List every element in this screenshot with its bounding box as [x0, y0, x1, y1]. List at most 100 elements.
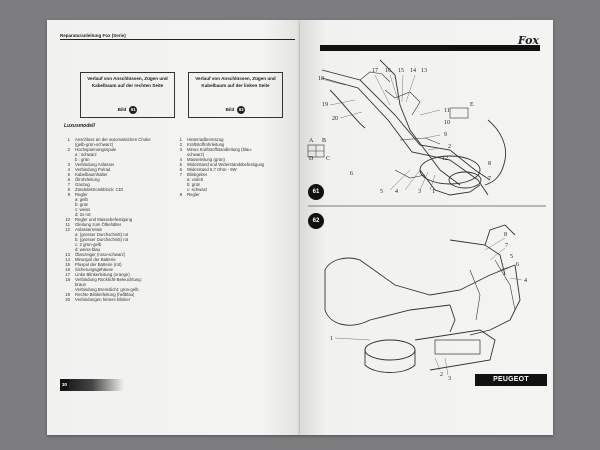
section-subheading: Luxusmodell: [64, 123, 95, 129]
callout-7: 7: [488, 176, 491, 182]
item-text: Zündelektronikblock: CDI: [75, 187, 124, 192]
callout-20: 20: [332, 116, 338, 122]
callout-4: 4: [395, 189, 398, 195]
item-number: 4: [67, 167, 70, 172]
item-number: 9: [67, 192, 70, 197]
item-text: Widerstand 6,7 Ohm - 5W: [187, 167, 237, 172]
callout-d: D: [309, 156, 314, 162]
item-text: Masseleitung (grün): [187, 157, 225, 162]
item-text: c: weiss: [75, 207, 91, 212]
callout-3: 3: [418, 189, 421, 195]
item-text: Ölanzeiger (rosa-schwarz): [75, 252, 126, 257]
list-item: 7 Blinkgeber: [172, 172, 290, 177]
callout-e: E: [470, 102, 474, 108]
figure-61-badge: 61: [308, 184, 324, 200]
item-number: 3: [179, 147, 182, 152]
item-text: a: (grosser Durchschnitt) rot: [75, 232, 129, 237]
item-text: Minuspol der Batterie: [75, 257, 116, 262]
page-header: Reparaturanleitung Fox (Serie): [60, 33, 126, 38]
open-manual: Reparaturanleitung Fox (Serie) Verlauf v…: [47, 20, 553, 435]
list-item: 1 Anschluss an der automatischen Choke: [60, 137, 175, 142]
figure-62-leader-lines: [334, 237, 523, 376]
item-text: (gelb-grün-schwarz): [75, 142, 114, 147]
list-item: 4 Verbindung Polrad: [60, 167, 175, 172]
item-text: b: grün: [187, 182, 201, 187]
callout-2: 2: [440, 372, 443, 378]
figure-61-drawing: [307, 59, 507, 196]
right-side-title: Verlauf von Anschlüssen, Zügen und Kabel…: [87, 76, 168, 88]
list-item: 6 Widerstand 6,7 Ohm - 5W: [172, 167, 290, 172]
list-item: c: schwarz: [172, 187, 290, 192]
item-text: Hinterradbremszug: [187, 137, 224, 142]
item-text: Sicherungsgehäuse: [75, 267, 113, 272]
item-text: Anschluss an der automatischen Choke: [75, 137, 151, 142]
item-number: 11: [65, 222, 70, 227]
list-item: braun: [60, 282, 175, 287]
callout-13: 13: [421, 68, 427, 74]
callout-6: 6: [350, 171, 353, 177]
item-text: c: 2 grün-gelb: [75, 242, 102, 247]
item-number: 16: [65, 267, 70, 272]
header-bar: [320, 45, 540, 51]
item-text: Hochspannungsspule: [75, 147, 117, 152]
list-item: d: weiss-blau: [60, 247, 175, 252]
peugeot-logo: PEUGEOT: [475, 374, 547, 386]
callout-17: 17: [372, 68, 378, 74]
item-text: Regler: [187, 192, 200, 197]
callout-1: 1: [432, 189, 435, 195]
item-number: 6: [179, 167, 182, 172]
item-number: 2: [67, 147, 70, 152]
item-text: c: schwarz: [187, 187, 208, 192]
callout-18: 18: [318, 76, 324, 82]
item-text: Gleitung zum Ölbehälter: [75, 222, 122, 227]
item-text: b : grün: [75, 157, 90, 162]
item-number: 5: [179, 162, 182, 167]
callout-19: 19: [322, 102, 328, 108]
list-item: Verbindung Bremslicht: grün-gelb: [60, 287, 175, 292]
item-text: Linke Blinkerleitung (orange): [75, 272, 130, 277]
item-text: Gaszug: [75, 182, 90, 187]
figure-62-drawing: [324, 224, 521, 373]
item-number: 13: [65, 252, 70, 257]
item-number: 6: [67, 177, 70, 182]
list-item: 2 Hochspannungsspule: [60, 147, 175, 152]
item-number: 1: [67, 137, 70, 142]
item-number: 7: [179, 172, 182, 177]
item-number: 8: [67, 187, 70, 192]
item-text: Verbindung Polrad: [75, 167, 111, 172]
left-side-title: Verlauf von Anschlüssen, Zügen und Kabel…: [195, 76, 276, 88]
item-text: d: 2x rot: [75, 212, 91, 217]
list-item: b: grün: [60, 202, 175, 207]
item-text: Blinkgeber: [187, 172, 208, 177]
list-item: 11 Gleitung zum Ölbehälter: [60, 222, 175, 227]
callout-a: A: [309, 138, 314, 144]
list-item: (gelb-grün-schwarz): [60, 142, 175, 147]
item-number: 12: [65, 227, 70, 232]
item-text: Regler: [75, 192, 88, 197]
bild-number-badge: 62: [237, 106, 246, 114]
item-text: a : schwarz: [75, 152, 97, 157]
item-text: Pluspol der Batterie (rot): [75, 262, 122, 267]
callout-15: 15: [398, 68, 404, 74]
item-number: 17: [65, 272, 70, 277]
callout-5: 5: [380, 189, 383, 195]
item-number: 2: [179, 142, 182, 147]
item-number: 18: [65, 277, 70, 282]
item-text: b: grün: [75, 202, 89, 207]
item-number: 5: [67, 172, 70, 177]
list-item: 9 Regler: [60, 192, 175, 197]
page-number-bar: [60, 379, 124, 391]
bild-label: Bild: [117, 107, 127, 113]
item-number: 3: [67, 162, 70, 167]
list-item: a: violett: [172, 177, 290, 182]
